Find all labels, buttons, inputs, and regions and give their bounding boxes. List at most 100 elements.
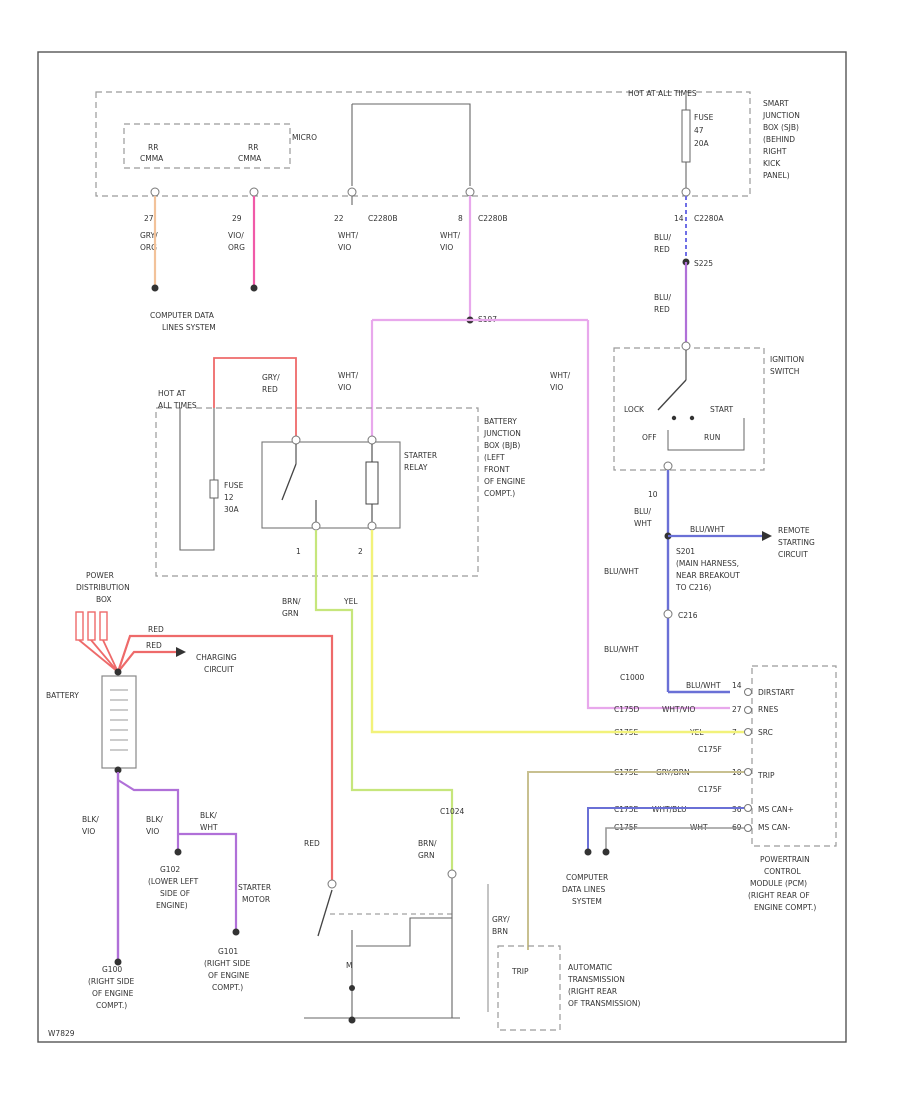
conn-29-label: 29 [232, 214, 242, 223]
computer-data-lines-label-top: COMPUTER DATA LINES SYSTEM [150, 311, 216, 332]
trip-label: TRIP [511, 967, 529, 976]
g102-ground-dot [174, 848, 182, 856]
svg-text:BRN/: BRN/ [282, 597, 301, 606]
trans-trip-box [497, 945, 561, 1031]
pcm-row-2-pin: 27 [732, 705, 742, 714]
wire-label-wht-vio-1: WHT/ VIO [338, 231, 359, 252]
ms-can-terminal-2 [602, 848, 610, 856]
svg-text:RELAY: RELAY [404, 463, 428, 472]
svg-text:COMPT.): COMPT.) [212, 983, 243, 992]
svg-text:(RIGHT REAR: (RIGHT REAR [568, 987, 617, 996]
sjb-pin-14 [681, 187, 691, 197]
svg-text:STARTER: STARTER [404, 451, 437, 460]
wire-label-blk-wht: BLK/ WHT [200, 811, 218, 832]
hot-at-all-times-start-label: HOT AT ALL TIMES [158, 389, 197, 410]
svg-text:GRN: GRN [418, 851, 435, 860]
svg-text:BLK/: BLK/ [82, 815, 99, 824]
svg-text:SIDE OF: SIDE OF [160, 889, 190, 898]
wire-red-starter-feed [116, 634, 334, 880]
svg-text:G102: G102 [160, 865, 180, 874]
svg-text:47: 47 [694, 126, 704, 135]
fuse-12-loop [179, 408, 215, 551]
wire-blk-vio-g102 [117, 779, 180, 850]
wire-label-gry-brn: GRY/ BRN [492, 915, 510, 936]
s201-label: S201 (MAIN HARNESS, NEAR BREAKOUT TO C21… [675, 547, 740, 592]
svg-text:COMPT.): COMPT.) [484, 489, 515, 498]
fuse-12-label: FUSE 12 30A [224, 481, 244, 514]
svg-text:OF ENGINE: OF ENGINE [92, 989, 134, 998]
c2280a-label: C2280A [694, 214, 724, 223]
wire-label-brn-grn-b: BRN/ GRN [418, 839, 437, 860]
svg-text:ENGINE COMPT.): ENGINE COMPT.) [754, 903, 816, 912]
relay-pin-2 [367, 521, 377, 531]
svg-text:ENGINE): ENGINE) [156, 901, 188, 910]
svg-text:BRN/: BRN/ [418, 839, 437, 848]
svg-text:OF TRANSMISSION): OF TRANSMISSION) [568, 999, 641, 1008]
pcm-row-4-label: TRIP [757, 771, 775, 780]
starter-m-label: M [346, 961, 352, 970]
g100-label: G100 (RIGHT SIDE OF ENGINE COMPT.) [88, 965, 135, 1010]
pcm-row-5-wire: WHT/BLU [652, 805, 687, 814]
wire-label-blu-red-1: BLU/ RED [654, 233, 671, 254]
ignition-output-pin [663, 461, 673, 471]
svg-text:MODULE (PCM): MODULE (PCM) [750, 879, 807, 888]
svg-text:PANEL): PANEL) [763, 171, 790, 180]
svg-text:BATTERY: BATTERY [484, 417, 517, 426]
sjb-internal-bus [351, 103, 471, 186]
micro-pin-left-label: RR [148, 143, 158, 152]
ign-run-label: RUN [704, 433, 720, 442]
conn-8-label: 8 [458, 214, 463, 223]
svg-text:G101: G101 [218, 947, 238, 956]
svg-text:VIO: VIO [338, 383, 351, 392]
svg-text:BOX: BOX [96, 595, 112, 604]
relay-pin-2-label: 2 [358, 547, 363, 556]
auto-trans-label: AUTOMATIC TRANSMISSION (RIGHT REAR OF TR… [567, 963, 641, 1008]
relay-contact-blade [281, 463, 297, 501]
c216-connector [663, 609, 673, 619]
fuse-47: FUSE 47 20A [681, 96, 714, 190]
micro-pin-right-sub: CMMA [238, 154, 262, 163]
svg-text:BLU/: BLU/ [634, 507, 651, 516]
starter-motor-body [304, 930, 460, 1022]
svg-text:(RIGHT SIDE: (RIGHT SIDE [204, 959, 251, 968]
starter-junction-dot [349, 985, 355, 991]
starter-ground-dot [348, 1016, 356, 1024]
wire-ms-can-plus [587, 807, 744, 850]
c1024-connector [447, 869, 457, 879]
wire-ms-can-minus [605, 827, 744, 850]
relay-top-pin-right [367, 435, 377, 445]
wire-label-red-starter: RED [304, 839, 320, 848]
wire-label-red-top: RED [148, 625, 164, 634]
svg-text:FRONT: FRONT [484, 465, 510, 474]
svg-text:WHT: WHT [200, 823, 218, 832]
remote-start-arrow-icon [762, 531, 772, 541]
pcm-row-5-label: MS CAN+ [758, 805, 794, 814]
conn-27-label: 27 [144, 214, 154, 223]
svg-text:30A: 30A [224, 505, 240, 514]
svg-text:MOTOR: MOTOR [242, 895, 270, 904]
pcm-row-1-pin: 14 [732, 681, 742, 690]
svg-text:JUNCTION: JUNCTION [483, 429, 521, 438]
pcm-sub-1: C175E [614, 805, 639, 814]
svg-text:WHT/: WHT/ [550, 371, 571, 380]
wire-label-blk-vio: BLK/ VIO [82, 815, 99, 836]
svg-text:STARTER: STARTER [238, 883, 271, 892]
sjb-pin-8 [465, 187, 475, 197]
wire-brn-grn [314, 530, 454, 870]
svg-text:BLU/: BLU/ [654, 233, 671, 242]
pcm-row-3-label: SRC [758, 728, 773, 737]
svg-text:12: 12 [224, 493, 234, 502]
svg-text:TRANSMISSION: TRANSMISSION [567, 975, 625, 984]
svg-text:REMOTE: REMOTE [778, 526, 810, 535]
battery-junction-box-label: BATTERY JUNCTION BOX (BJB) (LEFT FRONT O… [483, 417, 526, 498]
sjb-pin-27 [150, 187, 160, 197]
svg-text:VIO: VIO [338, 243, 351, 252]
pcm-row-5-pin: 36 [732, 805, 742, 814]
diagram-frame [37, 51, 847, 1043]
svg-text:CIRCUIT: CIRCUIT [204, 665, 234, 674]
svg-text:OF ENGINE: OF ENGINE [484, 477, 526, 486]
starter-motor-label: STARTER MOTOR [238, 883, 271, 904]
wire-label-gry-org: GRY/ ORG [140, 231, 158, 252]
starter-b-terminal [327, 879, 337, 889]
